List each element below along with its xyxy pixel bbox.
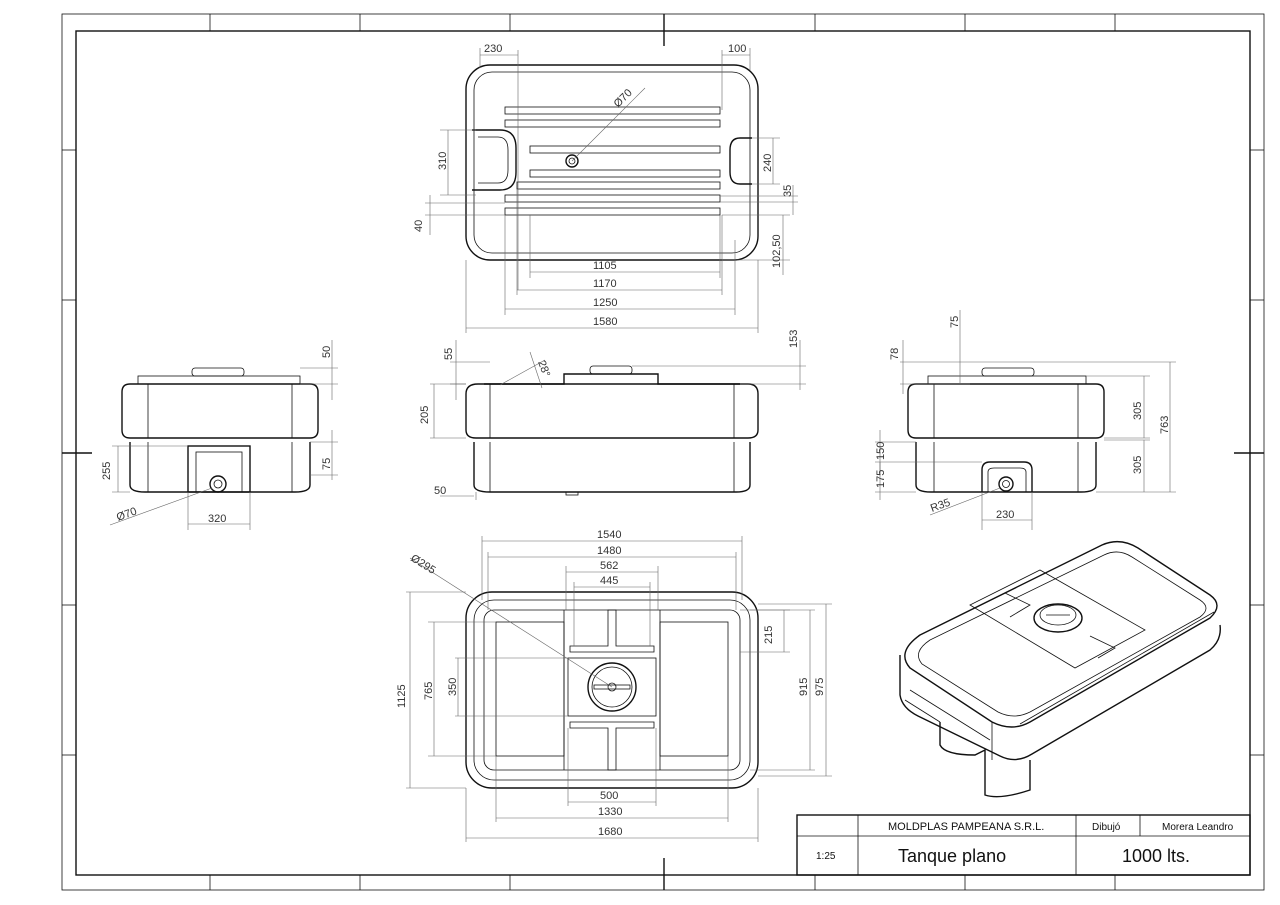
top-view: 230 100 Ø70 310 240 35 40 102,50 1105 11…	[413, 43, 798, 333]
dim-front-28deg: 28°	[535, 359, 552, 379]
dim-right-230: 230	[996, 509, 1014, 521]
dim-right-175: 175	[875, 470, 887, 488]
dim-front-55: 55	[443, 348, 455, 360]
dim-top-100: 100	[728, 43, 746, 55]
dim-right-78: 78	[889, 348, 901, 360]
dim-front-205: 205	[419, 406, 431, 424]
dim-left-255: 255	[101, 462, 113, 480]
dim-left-phi70: Ø70	[115, 505, 139, 523]
part-name: Tanque plano	[898, 846, 1006, 866]
dim-right-763: 763	[1159, 416, 1171, 434]
dim-bottom-1330: 1330	[598, 806, 622, 818]
dim-bottom-915: 915	[798, 678, 810, 696]
dim-right-75: 75	[949, 316, 961, 328]
dim-top-1580: 1580	[593, 316, 617, 328]
dim-bottom-1125: 1125	[396, 684, 408, 708]
dim-bottom-phi295: Ø295	[408, 552, 437, 576]
right-side-view: 75 78 305 763 150 175 305 R35 230	[875, 310, 1176, 530]
dim-top-35: 35	[782, 185, 794, 197]
dim-bottom-1680: 1680	[598, 826, 622, 838]
dim-bottom-350: 350	[447, 678, 459, 696]
dim-bottom-765: 765	[423, 682, 435, 700]
sheet-border	[61, 13, 1265, 891]
dim-top-240: 240	[762, 154, 774, 172]
company-name: MOLDPLAS PAMPEANA S.R.L.	[888, 821, 1044, 833]
dim-top-230: 230	[484, 43, 502, 55]
dim-top-40: 40	[413, 220, 425, 232]
title-block: MOLDPLAS PAMPEANA S.R.L. Dibujó Morera L…	[796, 814, 1251, 876]
left-side-view: 50 255 75 Ø70 320	[101, 340, 338, 530]
drawn-by: Morera Leandro	[1162, 822, 1234, 833]
dim-bottom-1540: 1540	[597, 529, 621, 541]
dim-left-75: 75	[321, 458, 333, 470]
dim-left-50: 50	[321, 346, 333, 358]
dim-right-305b: 305	[1132, 456, 1144, 474]
dim-bottom-500: 500	[600, 790, 618, 802]
dim-top-310: 310	[437, 152, 449, 170]
dim-bottom-445: 445	[600, 575, 618, 587]
dim-front-153: 153	[788, 330, 800, 348]
drawing-scale: 1:25	[816, 851, 836, 862]
dim-top-1170: 1170	[593, 278, 617, 290]
dim-bottom-562: 562	[600, 560, 618, 572]
dim-top-1250: 1250	[593, 297, 617, 309]
dim-bottom-975: 975	[814, 678, 826, 696]
dim-bottom-1480: 1480	[597, 545, 621, 557]
dim-bottom-215: 215	[763, 626, 775, 644]
bottom-view: 1540 1480 Ø295 562 445 215 1125 765 350 …	[396, 529, 832, 842]
dim-top-1105: 1105	[593, 260, 617, 272]
dim-right-305a: 305	[1132, 402, 1144, 420]
dim-right-r35: R35	[929, 497, 952, 515]
dim-left-320: 320	[208, 513, 226, 525]
dim-front-50: 50	[434, 485, 446, 497]
capacity: 1000 lts.	[1122, 846, 1190, 866]
drawn-label: Dibujó	[1092, 822, 1121, 833]
isometric-view	[899, 540, 1221, 798]
dim-top-102-50: 102,50	[771, 234, 783, 268]
dim-right-150: 150	[875, 442, 887, 460]
front-view: 55 28° 153 205 50	[419, 330, 806, 500]
